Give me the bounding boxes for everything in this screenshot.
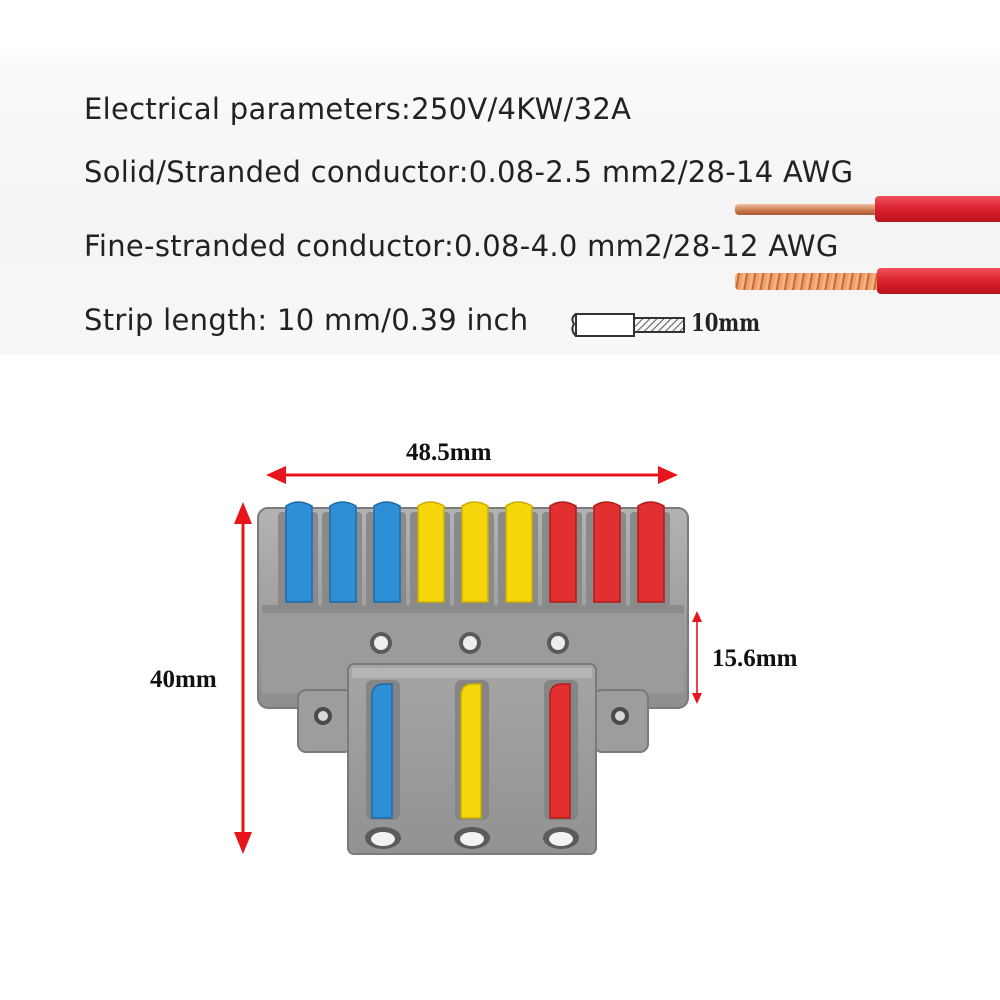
mount-holes [370,632,569,654]
strip-length-label: 10mm [691,308,761,337]
solid-conductor-text: Solid/Stranded conductor:0.08-2.5 mm2/28… [84,155,854,189]
bottom-lever-red [549,683,571,819]
strip-length-diagram [571,313,685,337]
bottom-lever-blue [371,683,393,819]
bottom-lever-yellow [460,683,482,819]
fine-conductor-text: Fine-stranded conductor:0.08-4.0 mm2/28-… [84,229,839,263]
height-dimension-label: 40mm [150,666,217,693]
width-dimension-label: 48.5mm [406,439,492,466]
top-lever-red [549,501,665,603]
top-lever-yellow [417,501,533,603]
strip-length-text: Strip length: 10 mm/0.39 inch [84,303,529,337]
solid-wire-image [735,196,1000,222]
top-lever-blue [285,501,401,603]
wire-entry-holes [365,827,579,849]
electrical-parameters-text: Electrical parameters:250V/4KW/32A [84,92,632,126]
fine-wire-image [735,268,1000,294]
depth-dimension-label: 15.6mm [712,645,798,672]
